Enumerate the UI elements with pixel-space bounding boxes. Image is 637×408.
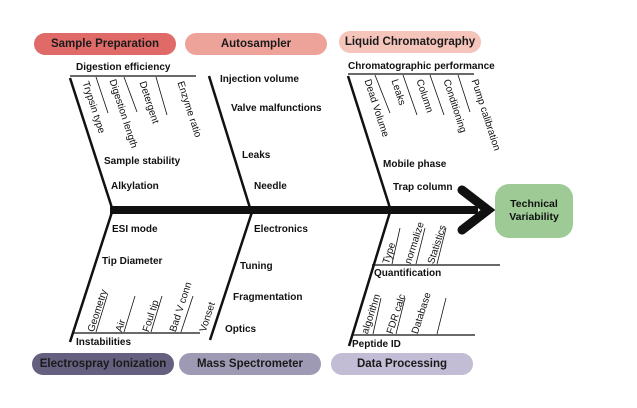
bone-sample-prep	[68, 77, 114, 209]
category-data-processing: Data Processing	[331, 353, 473, 375]
bone-data-processing	[347, 211, 392, 347]
cause-leaks-autosampler: Leaks	[242, 150, 271, 161]
category-electrospray-ionization: Electrospray Ionization	[32, 353, 174, 375]
cause-mobile-phase: Mobile phase	[383, 159, 447, 170]
bone-lc	[346, 75, 392, 209]
effect-line2: Variability	[509, 211, 559, 223]
effect-technical-variability: Technical Variability	[495, 184, 573, 238]
category-liquid-chromatography: Liquid Chromatography	[339, 31, 481, 53]
cause-tuning: Tuning	[240, 261, 273, 272]
bone-autosampler	[207, 75, 252, 209]
cause-electronics: Electronics	[254, 224, 308, 235]
bone-ms	[208, 211, 254, 341]
sub-heading-peptide-id: Peptide ID	[352, 339, 401, 350]
arrow-head	[457, 185, 496, 235]
category-mass-spectrometer: Mass Spectrometer	[179, 353, 321, 375]
cause-tip-diameter: Tip Diameter	[102, 256, 163, 267]
cause-alkylation: Alkylation	[111, 181, 159, 192]
sub-heading-digestion-efficiency: Digestion efficiency	[76, 62, 171, 73]
cause-optics: Optics	[225, 324, 257, 335]
sub-heading-quantification: Quantification	[374, 268, 442, 279]
sub-heading-chromatographic-performance: Chromatographic performance	[348, 61, 495, 72]
bone-esi	[68, 211, 114, 343]
cause-injection-volume: Injection volume	[220, 74, 299, 85]
cause-trap-column: Trap column	[393, 182, 453, 193]
sub-heading-instabilities: Instabilities	[76, 337, 132, 348]
cause-valve-malfunctions: Valve malfunctions	[231, 103, 322, 114]
category-autosampler: Autosampler	[185, 33, 327, 55]
cause-sample-stability: Sample stability	[104, 156, 181, 167]
cause-needle: Needle	[254, 181, 287, 192]
cause-fragmentation: Fragmentation	[233, 292, 303, 303]
category-sample-preparation: Sample Preparation	[34, 33, 176, 55]
cause-esi-mode: ESI mode	[112, 224, 158, 235]
effect-line1: Technical	[510, 198, 558, 210]
